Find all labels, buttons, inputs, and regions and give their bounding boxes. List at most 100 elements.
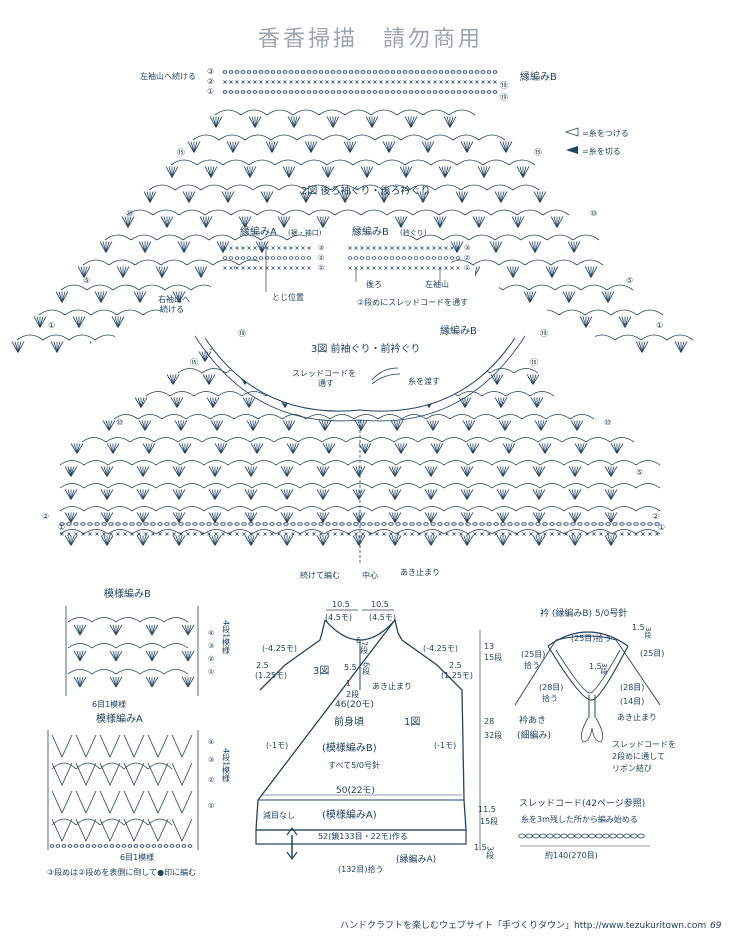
dimension-label: 10.5 (332, 600, 350, 609)
dc-stitch (529, 374, 534, 385)
dc-stitch (538, 535, 543, 546)
chain-arch (292, 109, 320, 116)
sc-stitch (372, 266, 376, 270)
dc-stitch (285, 166, 290, 178)
dc-stitch (244, 512, 252, 523)
chain-arch (251, 460, 277, 466)
dc-stitch (382, 141, 390, 153)
row-number: ③ (318, 244, 324, 252)
dc-stitch (232, 141, 237, 153)
dc-stitch (430, 535, 435, 546)
dc-stitch (214, 535, 219, 546)
dc-stitch (322, 216, 327, 228)
dc-stitch (106, 535, 111, 546)
row-number: ② (208, 776, 214, 784)
chain-arch (395, 506, 421, 512)
dc-stitch (97, 291, 102, 303)
chain-stitch (532, 833, 540, 839)
chain-stitch (450, 70, 456, 74)
chain-arch (467, 506, 493, 512)
sc-stitch (259, 266, 263, 270)
dc-stitch (319, 489, 324, 500)
dc-stitch (322, 216, 330, 228)
chain-stitch (462, 70, 468, 74)
dc-stitch (103, 466, 108, 477)
dc-stitch (610, 443, 618, 454)
dc-stitch (535, 466, 540, 477)
chain-stitch (408, 90, 414, 94)
sc-stitch (409, 80, 413, 84)
sc-stitch (307, 246, 311, 250)
chain-arch (16, 334, 44, 341)
sc-stitch (102, 532, 106, 536)
chain-arch (139, 617, 165, 623)
dc-stitch (505, 141, 510, 153)
chain-stitch (255, 522, 261, 526)
v-stitch (75, 818, 97, 842)
sc-stitch (360, 246, 364, 250)
dc-stitch (75, 316, 80, 328)
chain-arch (204, 209, 232, 216)
dc-stitch (109, 676, 117, 688)
dc-stitch (187, 676, 192, 688)
chain-stitch (276, 522, 282, 526)
dc-stitch (499, 535, 504, 546)
dc-stitch (529, 291, 534, 303)
dc-stitch (175, 291, 180, 303)
dc-stitch (322, 466, 330, 477)
dc-stitch (497, 397, 502, 408)
back-yoke-chart: 左袖山へ続ける ③ ② ① 縁編みB ⑲ ⑲ ⑮ ⑮ ⑩ ⑩ ⑤ ⑤ ① ① 2… (11, 67, 694, 354)
dc-stitch (216, 420, 221, 431)
sc-stitch (439, 80, 443, 84)
sc-stitch (396, 532, 400, 536)
dc-stitch (322, 466, 327, 477)
chain-stitch (122, 522, 128, 526)
chain-arch (251, 506, 277, 512)
chain-stitch (282, 70, 288, 74)
dc-stitch (114, 316, 119, 328)
dc-stitch (288, 420, 293, 431)
dc-stitch (141, 241, 146, 253)
dc-stitch (538, 443, 546, 454)
chain-arch (203, 460, 229, 466)
dc-stitch (187, 676, 195, 688)
dimension-label: 10.5 (371, 600, 389, 609)
v-stitch (75, 790, 97, 814)
chain-arch (99, 818, 125, 826)
chain-arch (550, 259, 578, 266)
dc-stitch (73, 443, 78, 454)
dc-stitch (180, 420, 188, 431)
dc-stitch (424, 141, 429, 153)
dc-stitch (463, 512, 468, 523)
chain-arch (539, 529, 565, 535)
dc-stitch (466, 443, 474, 454)
dc-stitch (463, 489, 468, 500)
dc-stitch (531, 241, 536, 253)
chain-stitch (366, 90, 372, 94)
dc-stitch (180, 420, 185, 431)
dc-stitch (112, 443, 120, 454)
dc-stitch (358, 535, 363, 546)
dc-stitch (532, 489, 540, 500)
edge-b-chart: 縁編みB (衿ぐり) ③ ② ① 後ろ 左袖山 ②段めにスレッドコードを通す (347, 225, 470, 307)
dc-stitch (574, 489, 582, 500)
mask (139, 315, 571, 329)
dc-stitch (172, 512, 180, 523)
chain-arch (156, 234, 184, 241)
sc-stitch (438, 246, 442, 250)
chain-stitch (240, 90, 246, 94)
cord-note: スレッドコードを (612, 740, 676, 749)
dc-stitch (385, 141, 390, 153)
chain-stitch (413, 256, 419, 260)
dc-stitch (551, 266, 556, 278)
dc-stitch (124, 216, 129, 228)
sc-stitch (347, 532, 351, 536)
chain-arch (326, 159, 354, 166)
sc-stitch (536, 532, 540, 536)
chain-stitch (462, 90, 468, 94)
dc-stitch (244, 535, 252, 546)
dc-stitch (79, 676, 84, 688)
dc-stitch (232, 141, 240, 153)
sc-stitch (348, 266, 352, 270)
sc-stitch (247, 266, 251, 270)
